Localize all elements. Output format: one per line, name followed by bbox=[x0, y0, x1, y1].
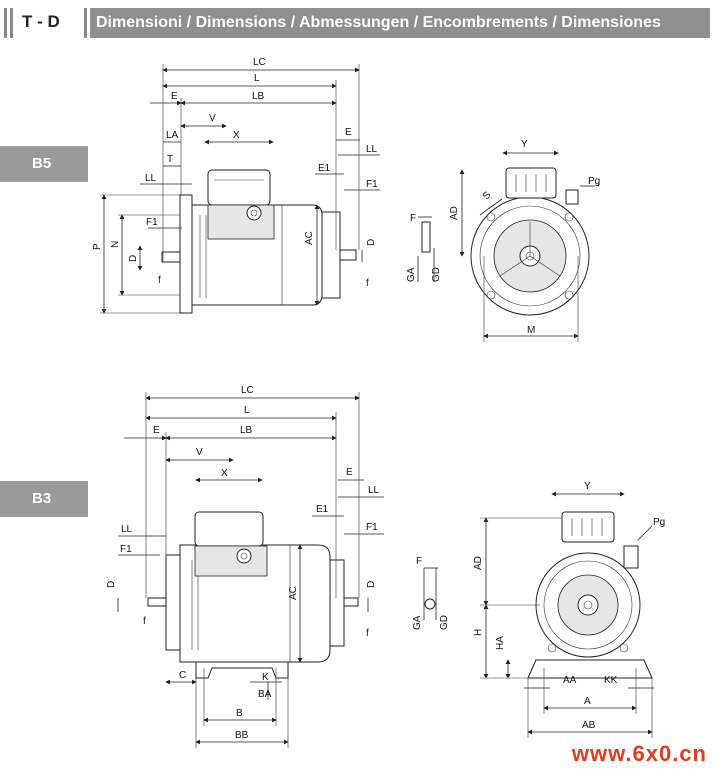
header-rule bbox=[84, 8, 87, 38]
dim-ga: GA bbox=[412, 615, 423, 630]
dim-gd: GD bbox=[431, 267, 442, 282]
dim-ad: AD bbox=[449, 206, 460, 220]
b3-end-feet bbox=[527, 659, 653, 679]
b3-key-detail bbox=[424, 598, 436, 610]
dim-ac: AC bbox=[304, 231, 315, 245]
dim-m: M bbox=[527, 325, 535, 336]
dim-f-key: F bbox=[416, 556, 422, 567]
dim-d-right: D bbox=[366, 239, 377, 246]
dim-l: L bbox=[254, 73, 260, 84]
dim-e: E bbox=[153, 425, 160, 436]
b3-shaft-left bbox=[147, 597, 167, 607]
dim-f-right: f bbox=[366, 628, 369, 639]
dim-gd: GD bbox=[439, 615, 450, 630]
dim-ga: GA bbox=[406, 267, 417, 282]
dim-v: V bbox=[196, 447, 203, 458]
b3-side-view: LC L E LB V X LL F1 D f AC E LL E1 F1 D … bbox=[106, 385, 384, 748]
page-title: Dimensioni / Dimensions / Abmessungen / … bbox=[90, 8, 710, 38]
b3-feet bbox=[195, 661, 289, 679]
dim-a: A bbox=[584, 696, 591, 707]
b3-end-view: Y Pg AD H HA AA KK A AB F GA GD bbox=[412, 481, 665, 738]
dim-f1: F1 bbox=[120, 544, 132, 555]
tab-b5: B5 bbox=[0, 146, 88, 182]
dim-f1: F1 bbox=[146, 217, 158, 228]
dim-s: S bbox=[481, 189, 494, 201]
b3-front-shield bbox=[165, 554, 181, 651]
dim-x: X bbox=[233, 130, 240, 141]
dim-ba: BA bbox=[258, 689, 272, 700]
dim-pg: Pg bbox=[653, 517, 665, 528]
dim-aa: AA bbox=[563, 675, 577, 686]
dim-f1-right: F1 bbox=[366, 522, 378, 533]
dim-ab: AB bbox=[582, 720, 596, 731]
dim-f-right: f bbox=[366, 278, 369, 289]
dim-h: H bbox=[473, 629, 484, 636]
dim-ll-right: LL bbox=[366, 144, 378, 155]
dim-ha: HA bbox=[495, 636, 506, 650]
dim-pg: Pg bbox=[588, 176, 600, 187]
dim-ll: LL bbox=[121, 524, 133, 535]
b5-end-terminal-box bbox=[505, 167, 557, 199]
b3-shaft-right bbox=[343, 597, 359, 607]
dim-b: B bbox=[236, 708, 243, 719]
dim-f-key: F bbox=[410, 213, 416, 224]
dim-e: E bbox=[171, 91, 178, 102]
dim-la: LA bbox=[166, 130, 179, 141]
dim-e-right: E bbox=[345, 127, 352, 138]
dim-f: f bbox=[158, 275, 161, 286]
b5-fan-cover bbox=[321, 211, 341, 299]
dim-y: Y bbox=[584, 481, 591, 492]
dim-lb: LB bbox=[252, 91, 265, 102]
b3-fan-cover bbox=[329, 559, 345, 647]
dim-bb: BB bbox=[235, 730, 249, 741]
dim-ll-right: LL bbox=[368, 485, 380, 496]
b5-shaft-left bbox=[161, 251, 181, 263]
dim-n: N bbox=[110, 241, 121, 248]
dim-e-right: E bbox=[346, 467, 353, 478]
dim-p: P bbox=[92, 243, 103, 250]
b3-end-terminal-box bbox=[561, 511, 615, 543]
tab-b3: B3 bbox=[0, 481, 88, 517]
dim-ac: AC bbox=[288, 586, 299, 600]
dim-v: V bbox=[209, 113, 216, 124]
watermark-text: www.6x0.cn bbox=[571, 741, 707, 766]
dim-lb: LB bbox=[240, 425, 253, 436]
dim-t: T bbox=[167, 154, 173, 165]
header-rule bbox=[4, 8, 7, 38]
header-rule bbox=[10, 8, 13, 38]
dim-d: D bbox=[128, 255, 139, 262]
b5-key-detail bbox=[421, 221, 431, 253]
b3-terminal-box bbox=[194, 511, 264, 547]
dim-l: L bbox=[244, 405, 250, 416]
dim-c: C bbox=[179, 670, 186, 681]
dim-lc: LC bbox=[253, 57, 266, 68]
dim-y: Y bbox=[521, 139, 528, 150]
dim-e1: E1 bbox=[318, 163, 331, 174]
header-bar: T - D Dimensioni / Dimensions / Abmessun… bbox=[0, 8, 715, 38]
dim-ad: AD bbox=[473, 556, 484, 570]
b3-cable-gland bbox=[623, 545, 639, 569]
b5-cable-gland bbox=[565, 189, 579, 205]
dim-x: X bbox=[221, 468, 228, 479]
b5-end-view: Y Pg S AD M F GA GD bbox=[406, 139, 600, 342]
dim-f1-right: F1 bbox=[366, 179, 378, 190]
b5-flange bbox=[179, 194, 193, 314]
dim-k: K bbox=[262, 672, 269, 683]
dim-d-right: D bbox=[366, 581, 377, 588]
b5-shaft-right bbox=[339, 249, 357, 261]
dim-e1: E1 bbox=[316, 504, 329, 515]
b5-terminal-box bbox=[207, 169, 271, 206]
dim-ll: LL bbox=[145, 173, 157, 184]
dim-kk: KK bbox=[604, 675, 618, 686]
model-code: T - D bbox=[22, 12, 60, 31]
dim-f: f bbox=[143, 616, 146, 627]
dim-d: D bbox=[106, 581, 117, 588]
dim-lc: LC bbox=[241, 385, 254, 396]
b5-side-view: LC L E LB V LA X T LL F1 P N D f AC E LL… bbox=[92, 57, 380, 314]
